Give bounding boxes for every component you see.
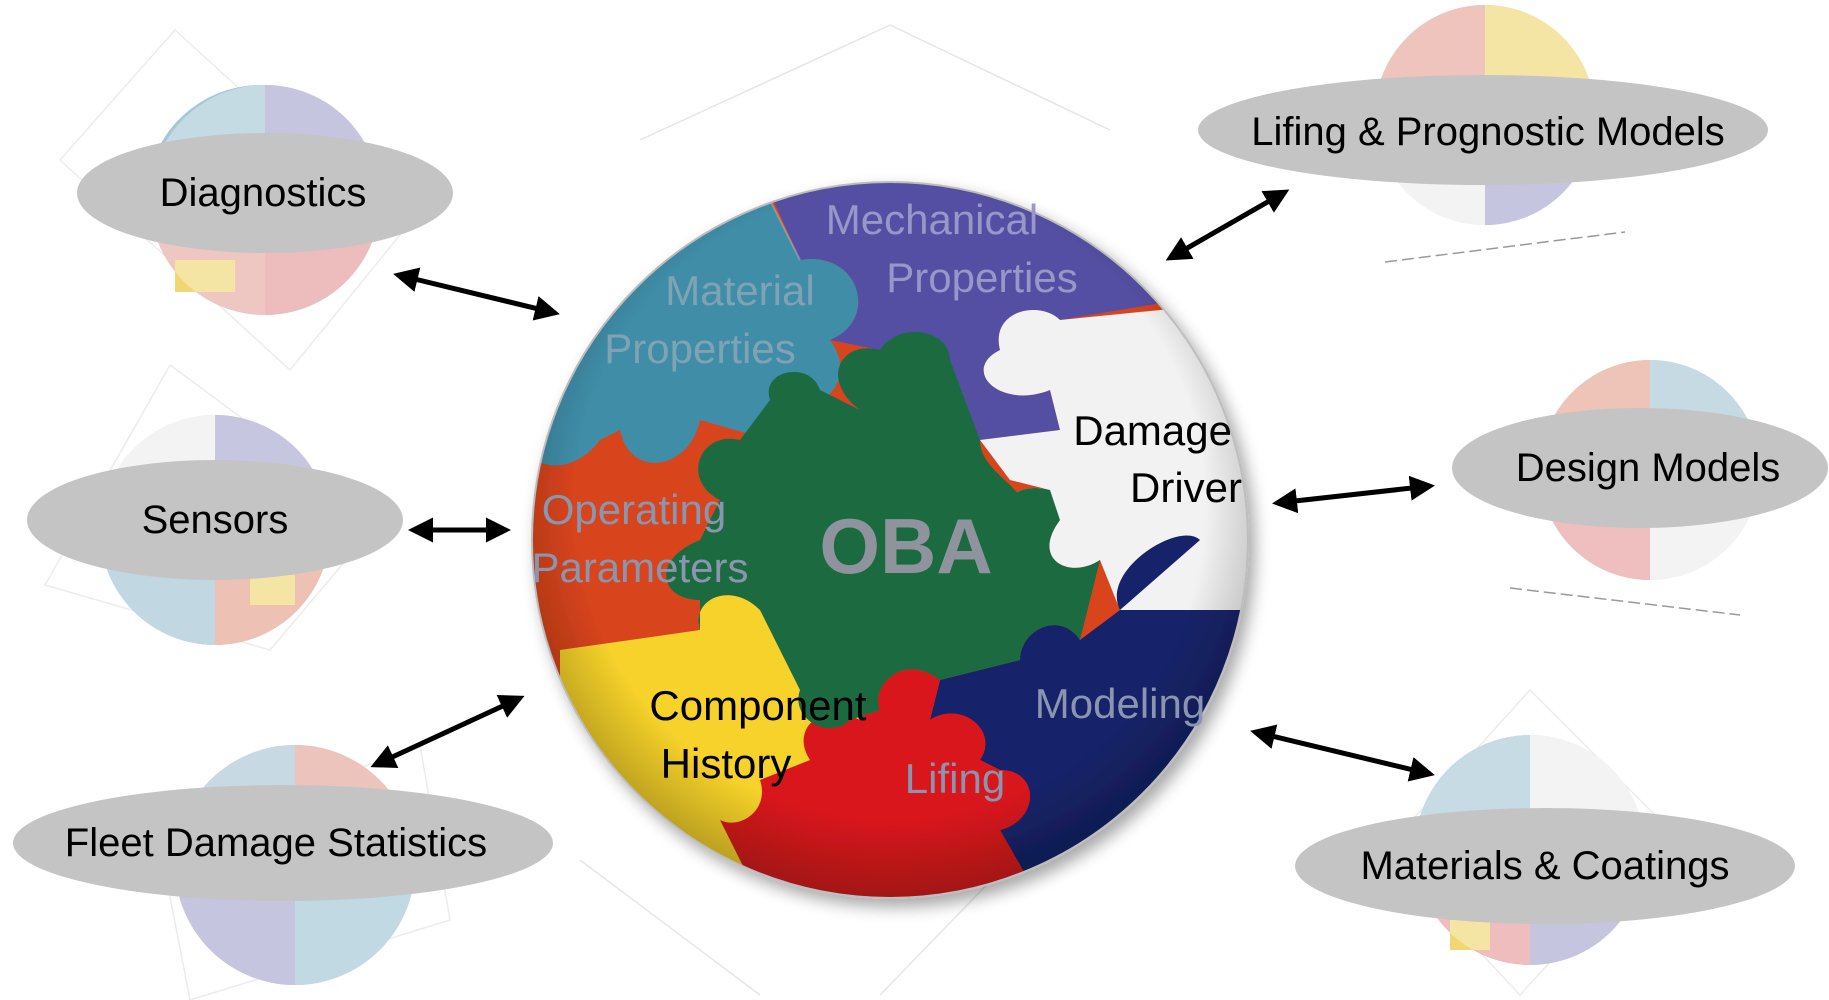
label-material-line1: Material [665,267,814,314]
oval-fleet-label: Fleet Damage Statistics [65,821,487,865]
label-component-line2: History [661,740,792,787]
label-lifing: Lifing [905,755,1005,802]
oval-design-models: Design Models [1452,408,1828,528]
arrow-diagnostics [393,267,560,321]
label-operating-line2: Parameters [531,544,748,591]
label-mechanical-line1: Mechanical [826,196,1038,243]
label-damage: Damage Driver [1073,407,1242,511]
oval-diagnostics: Diagnostics [77,133,453,253]
arrow-fleet [370,695,525,768]
oval-sensors: Sensors [27,460,403,580]
arrow-design-models [1272,475,1435,514]
oval-diagnostics-label: Diagnostics [160,171,367,215]
oval-lifing-models: Lifing & Prognostic Models [1198,75,1768,185]
label-operating: Operating Parameters [531,486,748,591]
label-damage-line2: Driver [1130,464,1242,511]
label-mechanical-line2: Properties [886,254,1077,301]
label-mechanical: Mechanical Properties [826,196,1078,301]
label-component: Component History [649,682,866,787]
oval-design-models-label: Design Models [1516,446,1781,490]
oval-sensors-label: Sensors [142,498,289,542]
label-operating-line1: Operating [542,486,726,533]
oval-materials-label: Materials & Coatings [1360,844,1729,888]
label-material: Material Properties [604,267,814,372]
label-modeling: Modeling [1035,680,1205,727]
label-material-line2: Properties [604,325,795,372]
arrow-materials [1250,724,1435,782]
oval-lifing-models-label: Lifing & Prognostic Models [1251,110,1725,154]
oval-materials: Materials & Coatings [1295,808,1795,924]
center-label-oba: OBA [819,502,992,590]
label-damage-line1: Damage [1073,407,1232,454]
label-component-line1: Component [649,682,866,729]
oval-fleet: Fleet Damage Statistics [13,785,553,901]
arrow-lifing-models [1165,189,1290,261]
puzzle-disc [531,181,1249,899]
